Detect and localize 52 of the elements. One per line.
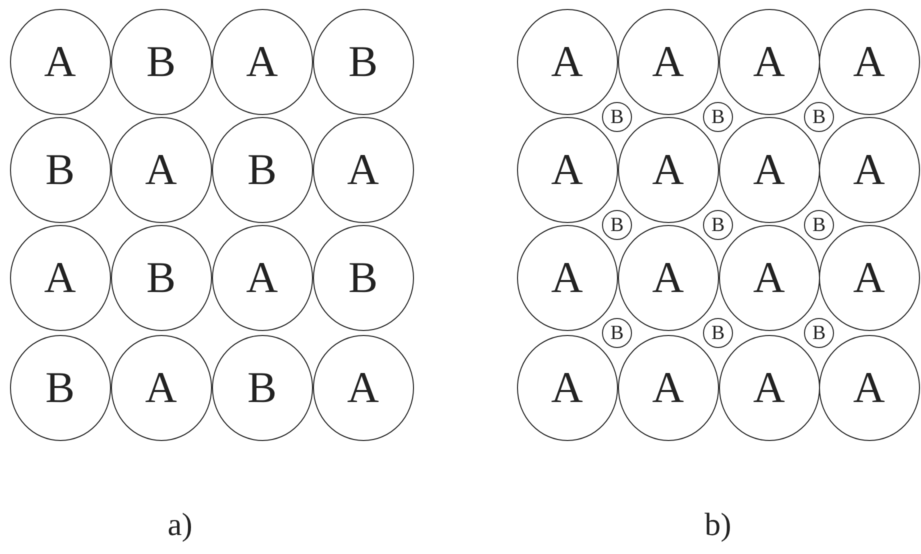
small-atom-circle [602,210,632,240]
atom-letter: A [246,256,278,300]
atom-letter: B [348,256,378,300]
atom-letter: B [247,148,277,192]
atom-letter: A [853,40,885,84]
small-atom-circle [703,102,733,132]
atom-letter: B [812,215,826,235]
small-atom-circle [602,102,632,132]
atom-letter: B [610,215,624,235]
atom-letter: B [711,323,725,343]
small-atom-circle [804,318,834,348]
atom-letter: A [246,40,278,84]
small-atom-circle [703,210,733,240]
atom-letter: B [348,40,378,84]
atom-letter: A [551,366,583,410]
panel-label: b) [704,506,732,543]
atom-letter: A [551,40,583,84]
atom-letter: A [145,148,177,192]
atom-letter: A [853,148,885,192]
atom-letter: A [652,256,684,300]
small-atom-circle [703,318,733,348]
atom-letter: A [652,366,684,410]
atom-letter: B [247,366,277,410]
atom-letter: A [44,40,76,84]
atom-letter: B [610,323,624,343]
atom-letter: B [711,215,725,235]
atom-letter: B [812,107,826,127]
atom-letter: B [45,366,75,410]
atom-letter: A [551,256,583,300]
atom-letter: A [347,366,379,410]
atom-letter: A [652,148,684,192]
atom-letter: B [146,40,176,84]
atom-letter: A [145,366,177,410]
atom-letter: A [652,40,684,84]
atom-letter: A [753,366,785,410]
atom-letter: A [753,148,785,192]
panel-label: a) [168,506,192,543]
atom-letter: A [853,366,885,410]
small-atom-circle [602,318,632,348]
atom-letter: B [610,107,624,127]
atom-letter: A [551,148,583,192]
atom-letter: B [812,323,826,343]
atom-letter: B [146,256,176,300]
atom-letter: A [44,256,76,300]
small-atom-circle [804,210,834,240]
atom-letter: B [711,107,725,127]
atom-letter: A [347,148,379,192]
small-atom-circle [804,102,834,132]
atom-letter: A [753,40,785,84]
atom-letter: B [45,148,75,192]
atom-letter: A [753,256,785,300]
atom-letter: A [853,256,885,300]
